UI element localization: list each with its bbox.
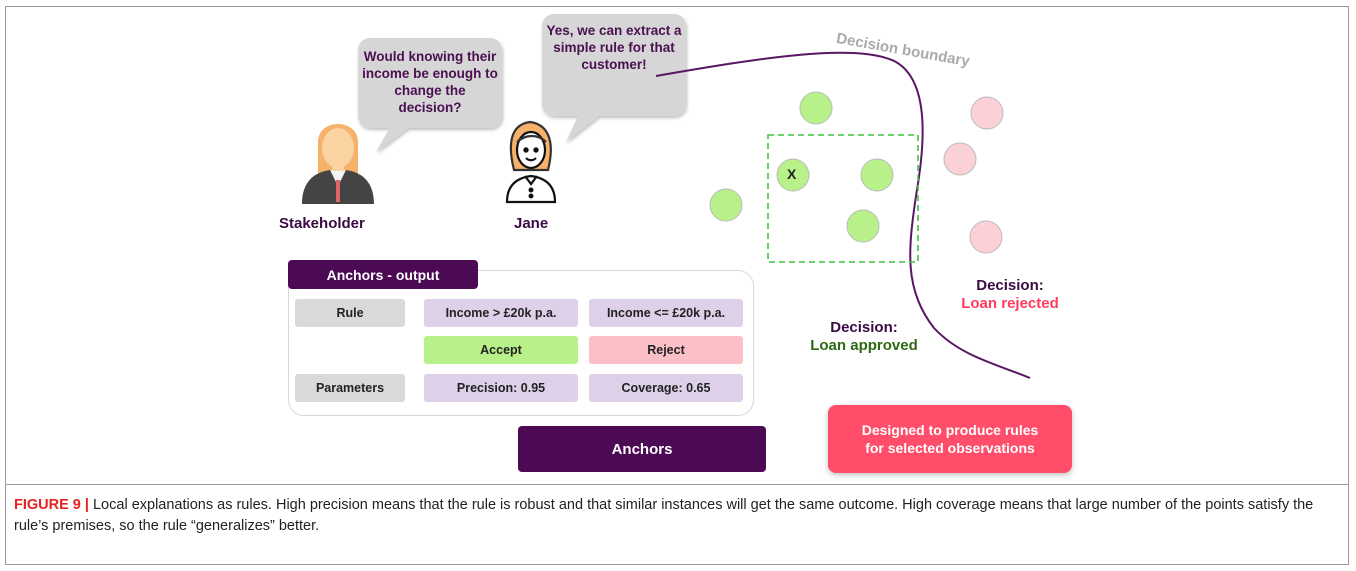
figure-caption: FIGURE 9 | Local explanations as rules. … [14, 495, 1334, 537]
coverage-value: Coverage: 0.65 [589, 374, 743, 402]
rule-income-high: Income > £20k p.a. [424, 299, 578, 327]
caption-separator [5, 484, 1349, 485]
approved-point [846, 209, 880, 243]
decision-boundary-line [655, 51, 1031, 379]
accept-outcome: Accept [424, 336, 578, 364]
precision-value: Precision: 0.95 [424, 374, 578, 402]
stakeholder-question-text: Would knowing their income be enough to … [362, 49, 498, 115]
stakeholder-speech-bubble [358, 38, 502, 152]
rule-income-low: Income <= £20k p.a. [589, 299, 743, 327]
stakeholder-avatar-icon [302, 124, 374, 204]
caption-lead: FIGURE 9 | [14, 497, 89, 513]
anchors-output-title: Anchors - output [288, 260, 478, 289]
rejected-point [943, 142, 977, 176]
jane-avatar-icon [505, 120, 557, 204]
anchor-region-box [767, 134, 919, 263]
decision-approved-head: Decision: [830, 319, 898, 336]
jane-answer-text: Yes, we can extract a simple rule for th… [546, 23, 682, 72]
rejected-point [970, 96, 1004, 130]
decision-rejected-label: Decision: Loan rejected [940, 277, 1080, 313]
caption-text: Local explanations as rules. High precis… [14, 497, 1314, 534]
decision-approved-label: Decision: Loan approved [794, 319, 934, 355]
rejected-point [969, 220, 1003, 254]
approved-point [799, 91, 833, 125]
parameters-label: Parameters [295, 374, 405, 402]
approved-point [709, 188, 743, 222]
reject-outcome: Reject [589, 336, 743, 364]
stakeholder-label: Stakeholder [279, 215, 365, 232]
decision-rejected-head: Decision: [976, 277, 1044, 294]
rule-label: Rule [295, 299, 405, 327]
decision-approved-value: Loan approved [810, 337, 918, 354]
jane-label: Jane [514, 215, 549, 232]
anchors-method-box: Anchors [518, 426, 766, 472]
designed-note-box: Designed to produce rules for selected o… [828, 405, 1072, 473]
selected-point-marker: X [787, 166, 797, 182]
approved-point-selected [776, 158, 810, 192]
approved-point [860, 158, 894, 192]
jane-speech-bubble [542, 14, 686, 142]
figure-frame [5, 6, 1349, 565]
decision-rejected-value: Loan rejected [961, 295, 1059, 312]
